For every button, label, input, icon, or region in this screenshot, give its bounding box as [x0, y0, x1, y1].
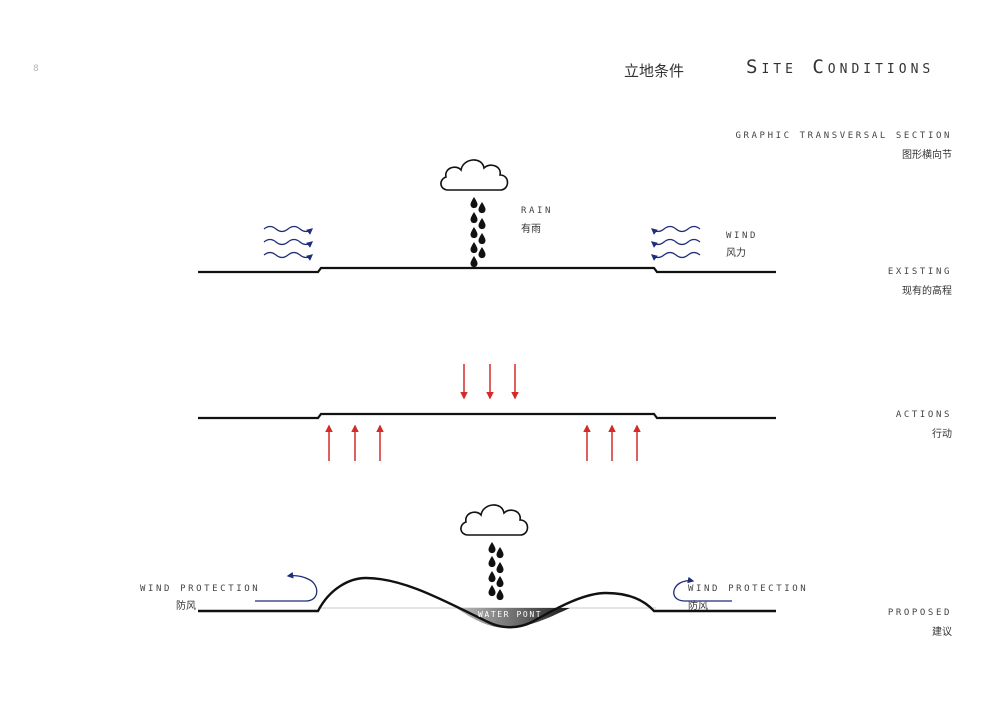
- wind-label-en: WIND: [726, 231, 759, 241]
- proposed-section: [198, 504, 776, 629]
- section-title-en: GRAPHIC TRANSVERSAL SECTION: [735, 131, 952, 141]
- wind-protection-left-arrow: [255, 572, 318, 602]
- page-title-cn: 立地条件: [624, 62, 685, 80]
- wind-protection-left-en: WIND PROTECTION: [140, 584, 261, 594]
- rain-label-en: RAIN: [521, 206, 554, 216]
- raindrop-icon: [470, 197, 486, 268]
- proposed-label-en: PROPOSED: [887, 608, 952, 618]
- wind-protection-left-cn: 防风: [176, 601, 196, 612]
- cloud-icon: [460, 504, 529, 536]
- existing-section: [198, 159, 776, 274]
- page-title-en: Site Conditions: [746, 56, 935, 78]
- section-title-cn: 图形横向节: [902, 150, 952, 161]
- wind-protection-right-cn: 防风: [688, 601, 708, 612]
- existing-label-cn: 现有的高程: [902, 286, 952, 297]
- actions-ground-line: [198, 412, 776, 420]
- wind-protection-right-en: WIND PROTECTION: [688, 584, 809, 594]
- proposed-ground-line: [198, 576, 776, 629]
- down-arrows: [460, 364, 519, 400]
- raindrop-icon: [488, 542, 504, 601]
- existing-label-en: EXISTING: [887, 267, 952, 277]
- actions-label-cn: 行动: [932, 429, 952, 440]
- existing-ground-line: [198, 266, 776, 274]
- wind-arrows-left: [263, 225, 313, 261]
- actions-label-en: ACTIONS: [895, 410, 952, 420]
- cloud-icon: [440, 159, 509, 191]
- water-pond: [456, 608, 570, 628]
- rain-label-cn: 有雨: [521, 224, 541, 235]
- water-pond-label: WATER PONT: [478, 610, 543, 619]
- page-number: 8: [33, 64, 39, 74]
- wind-protection-right-arrow: [673, 576, 732, 602]
- up-arrows: [325, 424, 641, 461]
- wind-arrows-right: [651, 225, 701, 261]
- wind-label-cn: 风力: [726, 248, 746, 259]
- proposed-label-cn: 建议: [932, 627, 952, 638]
- actions-section: [198, 364, 776, 461]
